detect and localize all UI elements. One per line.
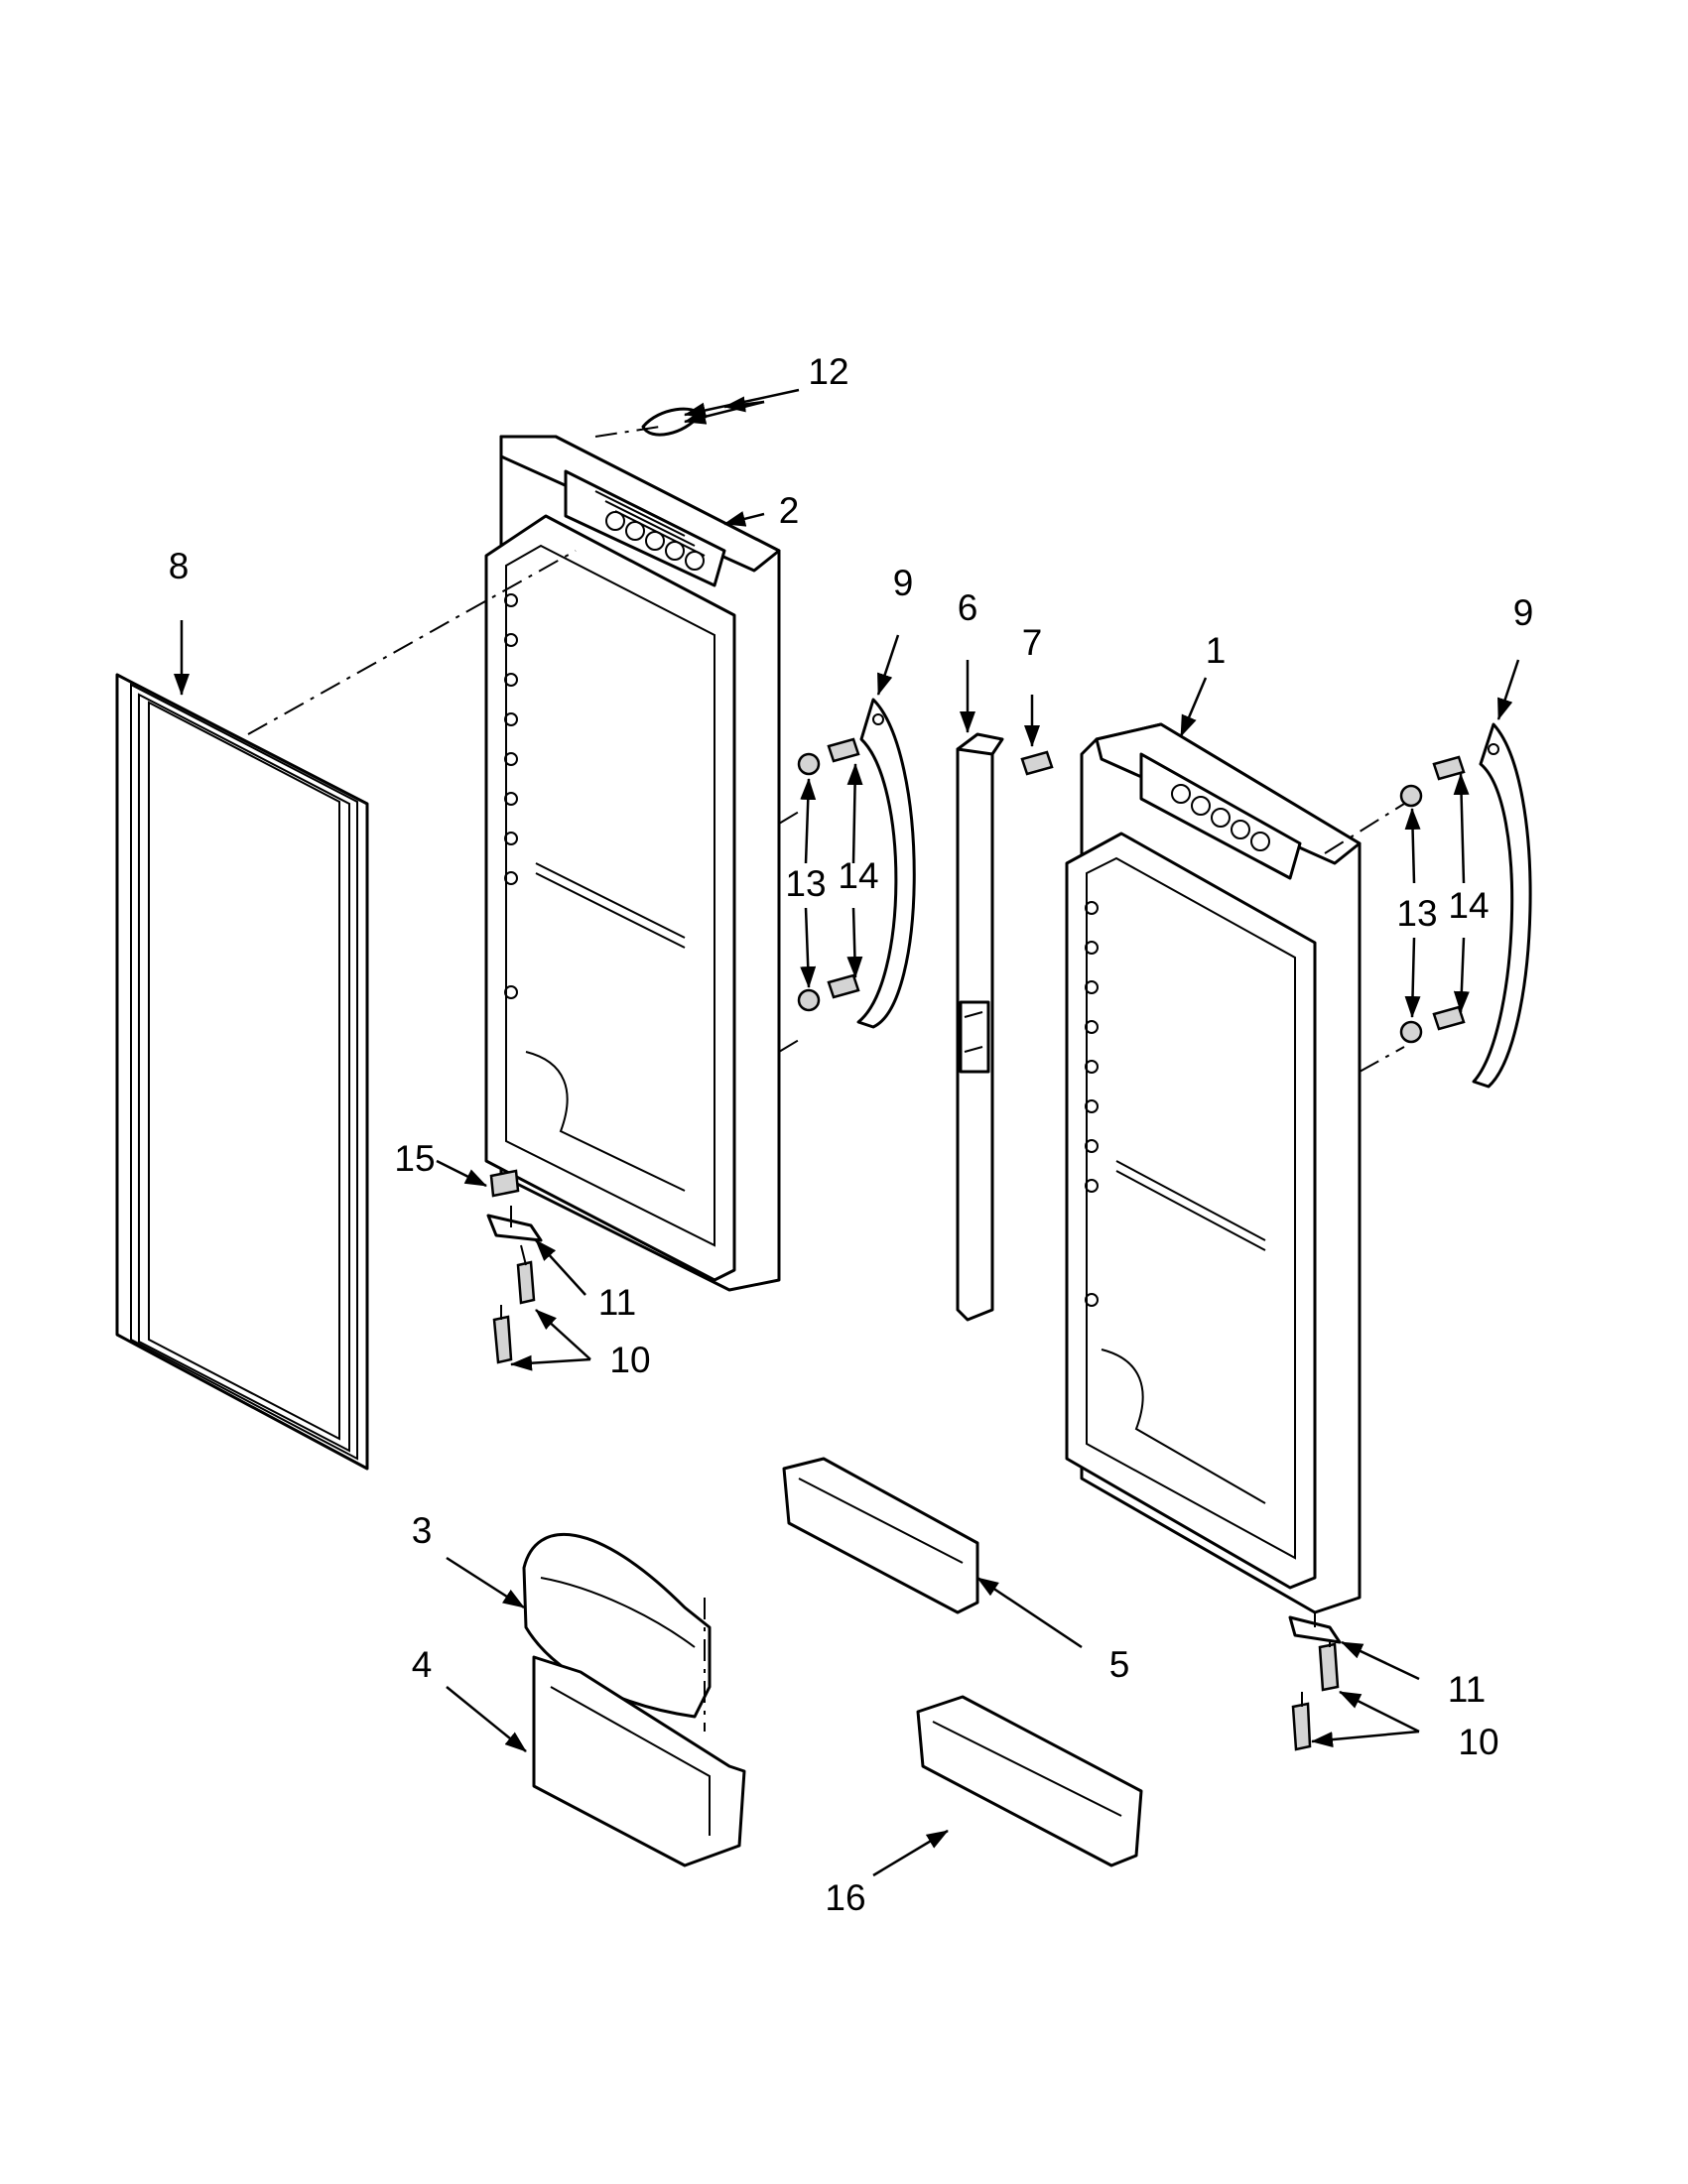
handle-screws: [797, 737, 1466, 1044]
callout-14-right: 14: [1448, 885, 1489, 926]
callout-5: 5: [1109, 1644, 1130, 1685]
left-door-assembly: [484, 435, 781, 1292]
callout-4: 4: [412, 1644, 433, 1685]
dairy-bin: [532, 1655, 746, 1867]
callout-7: 7: [1022, 622, 1043, 663]
right-door-handle: [1472, 722, 1532, 1089]
left-hinge-hardware: [486, 1169, 543, 1364]
callout-6: 6: [958, 587, 978, 628]
callout-9-left: 9: [893, 563, 914, 603]
door-bin-upper: [782, 1457, 979, 1614]
callout-1: 1: [1206, 630, 1227, 671]
door-gasket: [115, 673, 369, 1471]
callout-15: 15: [394, 1138, 435, 1179]
callout-3: 3: [412, 1510, 433, 1551]
callout-14-left: 14: [838, 855, 878, 896]
door-bin-lower: [916, 1695, 1143, 1867]
callout-10-left: 10: [609, 1340, 650, 1380]
callout-13-left: 13: [785, 863, 826, 904]
callout-9-right: 9: [1513, 592, 1534, 633]
left-door-handle: [856, 698, 916, 1029]
right-door-assembly: [1065, 722, 1362, 1614]
callout-13-right: 13: [1396, 893, 1437, 934]
callout-leaders: [174, 388, 1520, 1877]
callout-12: 12: [808, 351, 848, 392]
callout-10-right: 10: [1458, 1722, 1498, 1762]
callout-8: 8: [169, 546, 190, 586]
assembly-lines: [247, 426, 1405, 1732]
callout-11-left: 11: [598, 1282, 636, 1323]
callout-11-right: 11: [1448, 1669, 1486, 1710]
center-flipper-mullion: [956, 732, 1004, 1322]
callout-16: 16: [825, 1877, 865, 1918]
callout-labels: 12 2 8 9 6 7 1 9 13 14 13 14 15 11 10 3 …: [169, 351, 1534, 1918]
right-hinge-hardware: [1288, 1615, 1342, 1751]
callout-2: 2: [779, 490, 800, 531]
